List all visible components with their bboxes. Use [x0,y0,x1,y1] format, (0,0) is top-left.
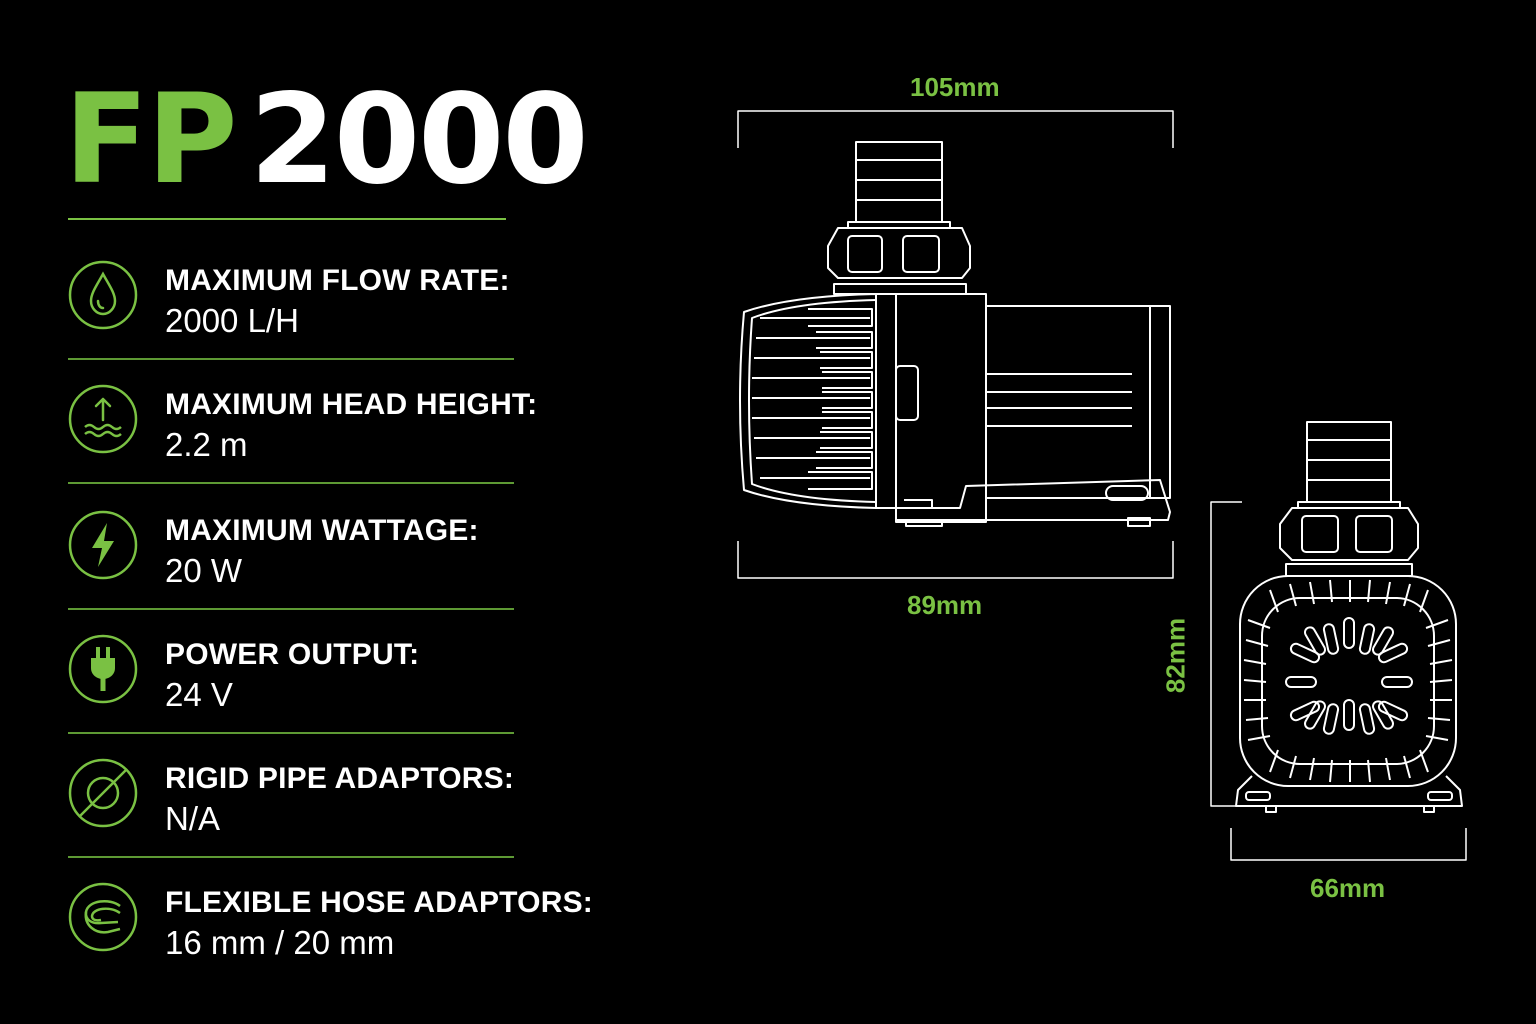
front-base [1235,775,1463,813]
spec-value: N/A [165,800,221,837]
power-plug-icon [68,634,138,704]
spec-value: 24 V [165,676,233,713]
spec-wattage: MAXIMUM WATTAGE: 20 W [68,486,516,610]
spec-value: 16 mm / 20 mm [165,924,395,961]
side-volute [739,293,877,509]
spec-power-output: POWER OUTPUT: 24 V [68,610,516,734]
water-drop-icon [68,260,138,330]
dimension-label-front-width: 66mm [1310,873,1386,903]
spec-label: MAXIMUM FLOW RATE: [165,264,510,297]
spec-label: FLEXIBLE HOSE ADAPTORS: [165,886,593,919]
spec-rigid-pipe: RIGID PIPE ADAPTORS: N/A [68,734,516,858]
spec-label: MAXIMUM HEAD HEIGHT: [165,388,538,421]
spec-flexible-hose: FLEXIBLE HOSE ADAPTORS: 16 mm / 20 mm [68,858,593,982]
front-outlet-nozzle [1297,421,1401,509]
title-prefix: FP [64,68,238,212]
spec-divider [68,732,514,734]
front-union-nut [1279,507,1419,577]
dimension-line-top [737,110,1174,148]
side-outlet-nozzle [847,141,951,229]
head-height-icon [68,384,138,454]
pipe-adaptor-icon [68,758,138,828]
spec-value: 20 W [165,552,243,589]
front-volute [1239,575,1457,787]
spec-label: MAXIMUM WATTAGE: [165,514,479,547]
spec-divider [68,358,514,360]
spec-value: 2.2 m [165,426,248,463]
spec-head-height: MAXIMUM HEAD HEIGHT: 2.2 m [68,360,537,484]
side-motor-body [875,293,1171,527]
spec-divider [68,856,514,858]
spec-label: RIGID PIPE ADAPTORS: [165,762,515,795]
lightning-bolt-icon [68,510,138,580]
side-union-nut [827,227,971,295]
title-model: 2000 [249,68,589,212]
dimension-label-front-height: 82mm [1160,617,1191,694]
dimension-label-side-bottom: 89mm [907,590,983,620]
dimension-line-height [1210,501,1242,807]
dimension-line-front-width [1230,828,1467,861]
spec-divider [68,482,514,484]
spec-divider [68,608,514,610]
spec-value: 2000 L/H [165,302,299,339]
title-divider [68,218,506,220]
spec-label: POWER OUTPUT: [165,638,420,671]
dimension-label-side-top: 105mm [910,72,1000,102]
spec-flow-rate: MAXIMUM FLOW RATE: 2000 L/H [68,236,516,360]
dimension-line-bottom [737,541,1174,579]
hose-coil-icon [68,882,138,952]
